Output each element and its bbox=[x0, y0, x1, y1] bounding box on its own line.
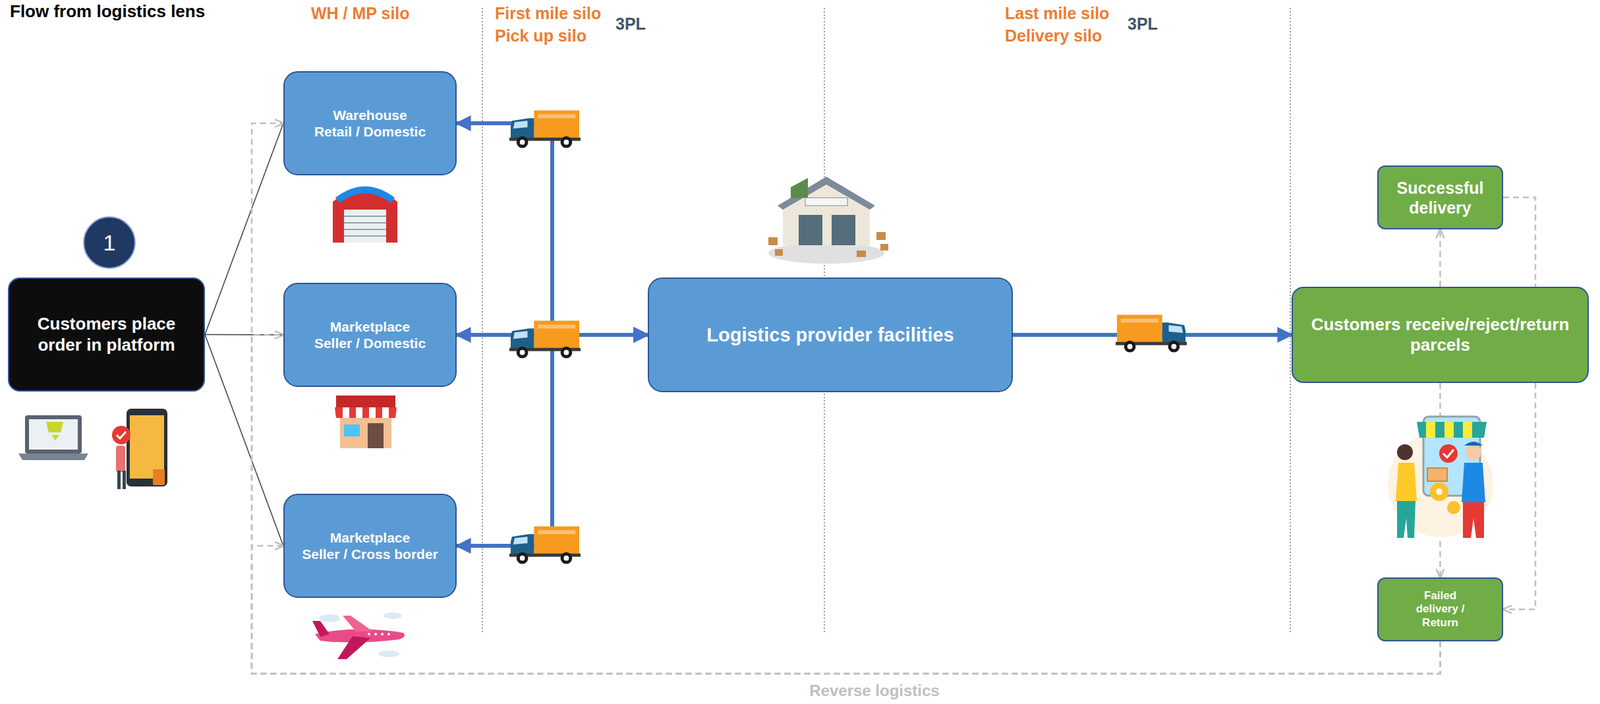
outcome-box: Customers receive/reject/return parcels bbox=[1291, 286, 1589, 383]
flow-connector bbox=[204, 123, 284, 335]
node-text: Seller / Cross border bbox=[301, 545, 439, 563]
node-text: Customers place order in platform bbox=[24, 313, 190, 355]
node-text: Customers receive/reject/return parcels bbox=[1303, 314, 1577, 356]
dashed-connector bbox=[1503, 197, 1536, 610]
process-box: MarketplaceSeller / Domestic bbox=[283, 282, 457, 387]
node-text: Seller / Domestic bbox=[314, 334, 426, 352]
node-text: Warehouse bbox=[332, 106, 407, 124]
process-box: WarehouseRetail / Domestic bbox=[283, 71, 457, 176]
column-header: Last mile silo bbox=[1004, 3, 1110, 24]
column-header: 3PL bbox=[615, 14, 646, 34]
flow-label: Reverse logistics bbox=[809, 681, 940, 700]
flow-connector bbox=[204, 334, 284, 336]
column-header: Pick up silo bbox=[494, 26, 587, 46]
dashed-connector bbox=[251, 123, 1441, 674]
outcome-box: Successful delivery bbox=[1377, 165, 1504, 230]
callout-circle: 1 bbox=[83, 216, 136, 269]
truck-icons bbox=[509, 110, 1187, 565]
node-text: Retail / Domestic bbox=[314, 123, 426, 140]
garage-icon bbox=[332, 188, 398, 243]
column-header: WH / MP silo bbox=[311, 3, 410, 24]
node-text: Marketplace bbox=[330, 318, 410, 335]
diagram-title: Flow from logistics lens bbox=[9, 1, 205, 22]
process-box: Logistics provider facilities bbox=[647, 277, 1013, 393]
flow-connector bbox=[456, 334, 648, 546]
silo-separators bbox=[482, 7, 1291, 634]
start-box: Customers place order in platform bbox=[7, 277, 205, 392]
node-text: Successful delivery bbox=[1386, 177, 1494, 218]
shop-icon bbox=[334, 395, 397, 449]
warehouse-illustration bbox=[768, 176, 889, 264]
node-text: Marketplace bbox=[330, 529, 410, 546]
column-header: First mile silo bbox=[494, 3, 601, 24]
airplane-icon bbox=[312, 612, 405, 659]
column-header: 3PL bbox=[1127, 14, 1158, 34]
outcome-box: Failed delivery / Return bbox=[1377, 577, 1504, 642]
dashed-connector bbox=[1439, 229, 1442, 287]
process-box: MarketplaceSeller / Cross border bbox=[283, 493, 457, 598]
flow-connector bbox=[456, 123, 648, 335]
flow-connector bbox=[204, 334, 284, 547]
node-text: 1 bbox=[103, 229, 116, 257]
node-text: Failed delivery / Return bbox=[1404, 589, 1477, 630]
node-text: Logistics provider facilities bbox=[706, 323, 955, 347]
laptop-phone-icon bbox=[18, 408, 168, 489]
column-header: Delivery silo bbox=[1004, 26, 1102, 46]
delivery-people-illustration bbox=[1387, 416, 1494, 538]
